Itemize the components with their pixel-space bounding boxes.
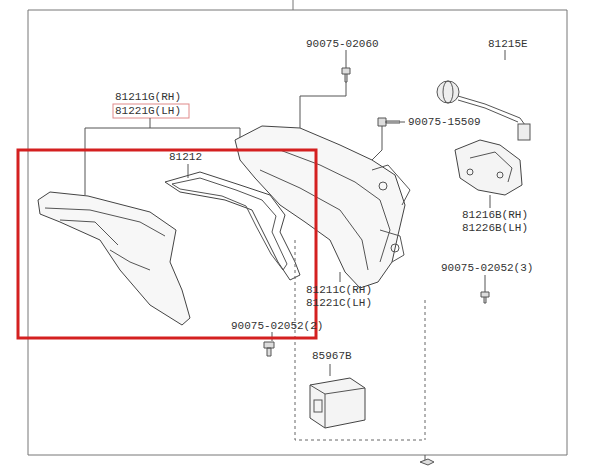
part-number: 81226B(LH) [461,222,529,234]
part-number: 81216B(RH) [461,209,529,221]
part-number: 81221C(LH) [305,297,373,309]
part-number: 81215E [487,38,529,50]
part-number: 85967B [311,350,353,362]
part-number: 81211G(RH) [114,91,182,103]
part-number: 81211C(RH) [305,284,373,296]
part-number: 90075-02052(2) [230,320,324,332]
part-number: 90075-02052(3) [440,262,534,274]
part-number: 81212 [168,151,203,163]
part-number: 81221G(LH) [114,105,182,117]
part-number: 90075-15509 [407,116,482,128]
part-number: 90075-02060 [305,38,380,50]
